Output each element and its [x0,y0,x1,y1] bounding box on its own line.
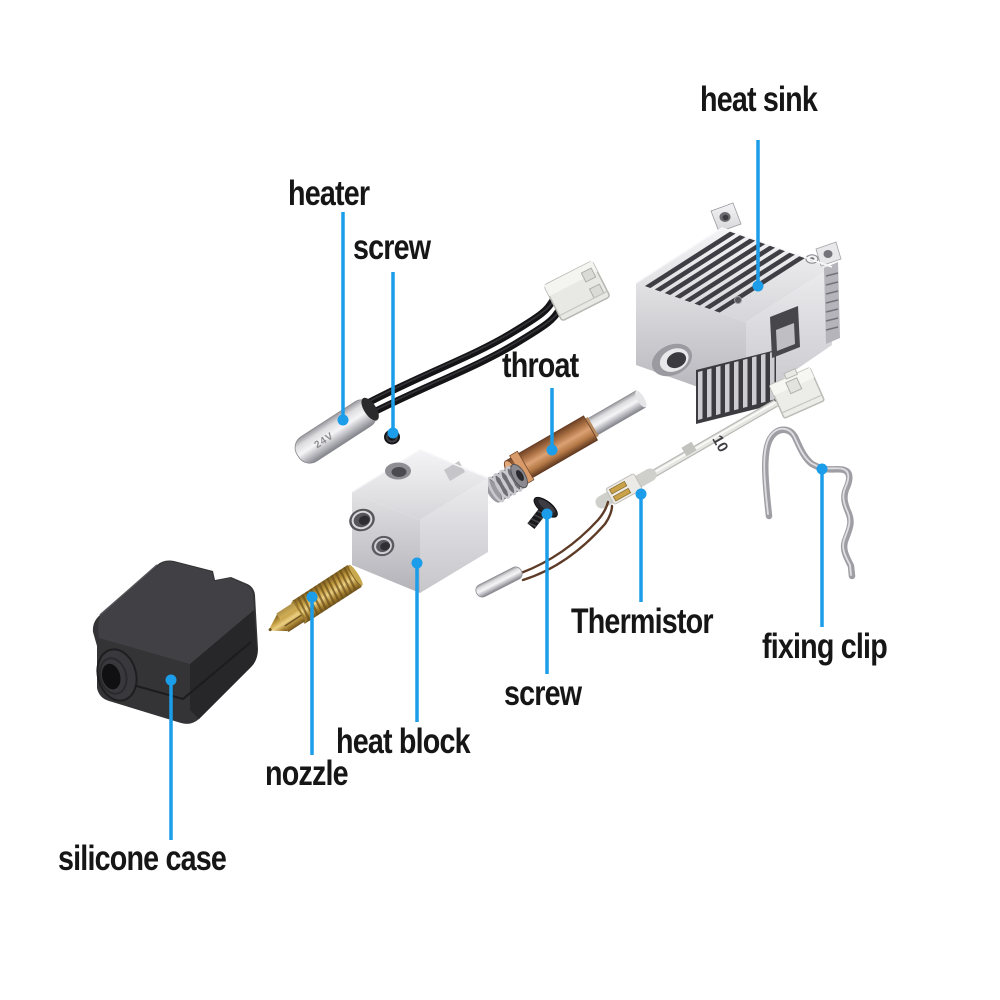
heat-block-part [349,449,489,593]
heat-sink-part [635,202,842,424]
thermistor-connector [769,367,825,419]
screw-top-leader-dot [387,427,399,439]
silicone-case-part [92,560,258,724]
throat-threaded-nut [485,463,528,503]
fixing-clip-leader-dot [816,463,828,475]
label-heat-block: heat block [336,722,471,761]
nozzle-leader-dot [306,591,318,603]
label-throat: throat [502,346,579,385]
heater-connector [543,260,610,321]
heat-block-leader-dot [411,557,423,569]
thermistor-part: 10 [475,367,825,598]
label-screw-bottom: screw [504,674,582,713]
heater-leader-dot [337,414,349,426]
screw-bottom-leader-dot [541,508,553,520]
label-screw-top: screw [353,228,431,267]
heater-part: 24V [294,260,610,464]
label-fixing-clip: fixing clip [762,627,888,666]
fixing-clip-part [762,426,856,580]
leader-lines [165,140,828,840]
heat-sink-leader-dot [752,280,764,292]
label-nozzle: nozzle [265,754,349,793]
screw-bottom-part [527,496,558,529]
throat-leader-dot [546,444,558,456]
label-thermistor: Thermistor [571,602,714,641]
silicone-case-leader-dot [165,674,177,686]
thermistor-cable-marking: 10 [708,432,731,455]
label-heat-sink: heat sink [700,80,818,119]
label-heater: heater [288,174,370,213]
thermistor-leader-dot [635,488,647,500]
label-silicone-case: silicone case [58,839,227,878]
